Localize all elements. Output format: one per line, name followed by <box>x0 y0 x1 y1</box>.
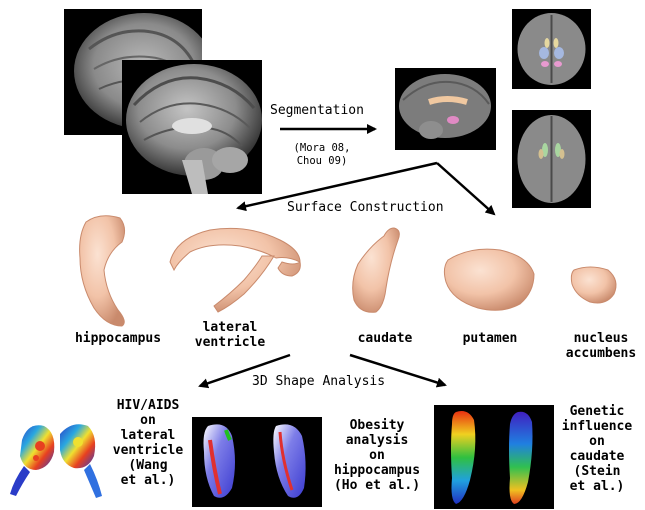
study-label-genetic: Genetic influence on caudate (Stein et a… <box>552 404 642 494</box>
obesity-hippocampus-map <box>192 417 322 507</box>
genetic-caudate-map <box>434 405 554 509</box>
study-label-hiv: HIV/AIDS on lateral ventricle (Wang et a… <box>100 398 196 488</box>
study-label-obesity: Obesity analysis on hippocampus (Ho et a… <box>318 418 436 493</box>
hiv-ventricle-map <box>10 424 102 498</box>
